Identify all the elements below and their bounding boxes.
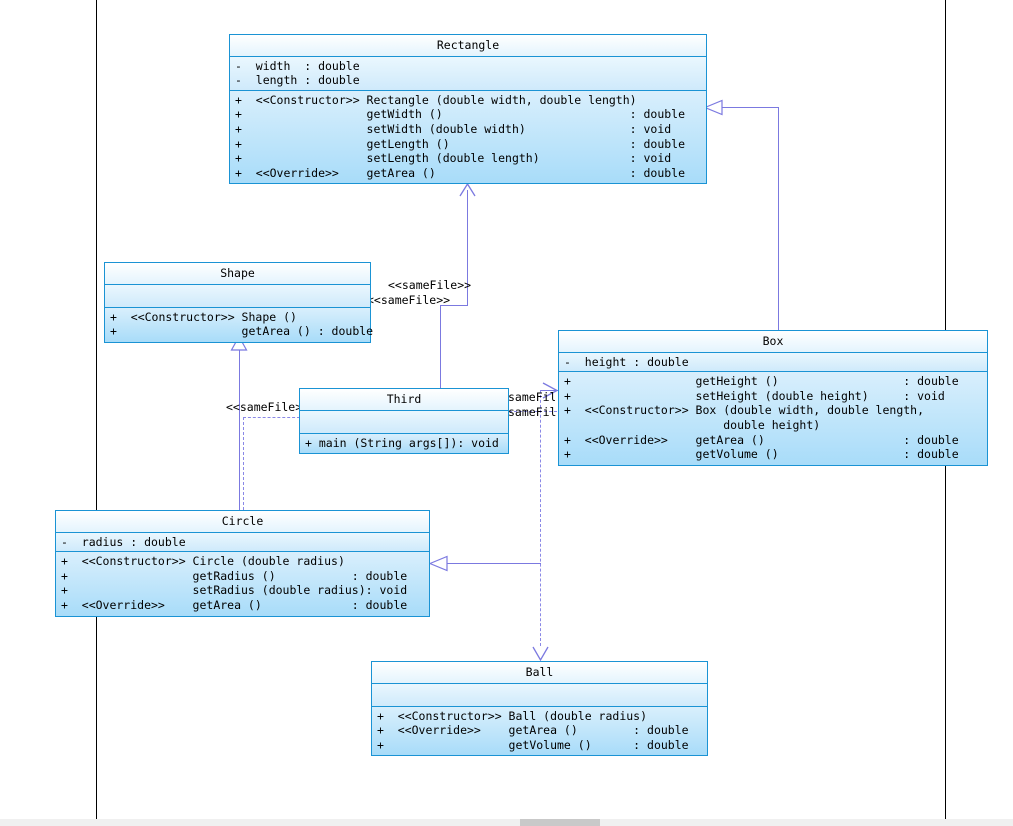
uml-class-circle[interactable]: Circle - radius : double + <<Constructor…: [55, 510, 430, 617]
uml-class-rectangle[interactable]: Rectangle - width : double - length : do…: [229, 34, 707, 185]
class-attributes-ball: [372, 683, 707, 707]
class-title-box: Box: [559, 331, 987, 353]
operation-row: + <<Constructor>> Rectangle (double widt…: [235, 92, 637, 107]
class-title-ball: Ball: [372, 662, 707, 684]
operation-row: + getVolume () : double: [377, 737, 689, 752]
edge-box-rectangle-horizontal: [722, 107, 779, 108]
class-title-shape: Shape: [105, 263, 370, 285]
class-title-third: Third: [300, 389, 508, 411]
operation-row: + <<Constructor>> Box (double width, dou…: [564, 403, 925, 418]
edge-label-third-rectangle: <<sameFile>>: [388, 278, 472, 292]
uml-class-shape[interactable]: Shape + <<Constructor>> Shape () + getAr…: [104, 262, 374, 343]
operation-row: + <<Override>> getArea () : double: [564, 432, 959, 447]
class-title-circle: Circle: [56, 511, 429, 533]
class-operations-ball: + <<Constructor>> Ball (double radius) +…: [372, 706, 707, 756]
arrowhead-generalization-circle-to-shape: [230, 335, 248, 351]
operation-row: + setHeight (double height) : void: [564, 388, 945, 403]
class-operations-rectangle: + <<Constructor>> Rectangle (double widt…: [230, 90, 706, 184]
arrowhead-dependency-third-to-box: [542, 382, 559, 399]
arrowhead-dependency-third-to-ball: [532, 646, 549, 662]
attribute-row: - height : double: [564, 354, 689, 369]
operation-row: + getRadius () : double: [61, 568, 408, 583]
edge-third-ball-vertical: [540, 390, 541, 646]
class-attributes-box: - height : double: [559, 352, 987, 373]
class-operations-third: + main (String args[]): void: [300, 433, 508, 454]
operation-row: double height): [564, 417, 821, 432]
class-attributes-circle: - radius : double: [56, 532, 429, 553]
operation-row: + getWidth () : double: [235, 107, 686, 122]
edge-label-third-shape: <<sameFile>>: [367, 293, 451, 307]
arrowhead-dependency-third-to-rectangle: [459, 182, 476, 197]
operation-row: + <<Constructor>> Shape (): [110, 309, 297, 324]
attribute-row: - radius : double: [61, 534, 186, 549]
class-attributes-rectangle: - width : double - length : double: [230, 56, 706, 91]
class-operations-circle: + <<Constructor>> Circle (double radius)…: [56, 552, 429, 616]
edge-third-rectangle-vertical: [467, 190, 468, 306]
operation-row: + setLength (double length) : void: [235, 151, 672, 166]
arrowhead-generalization-ball-to-circle: [428, 555, 448, 572]
class-operations-shape: + <<Constructor>> Shape () + getArea () …: [105, 307, 374, 342]
operation-row: + <<Constructor>> Ball (double radius): [377, 708, 648, 723]
operation-row: + main (String args[]): void: [305, 435, 499, 450]
operation-row: + getArea () : double: [110, 324, 374, 339]
class-operations-box: + getHeight () : double + setHeight (dou…: [559, 372, 987, 465]
class-attributes-third: [300, 410, 508, 434]
edge-third-circle-horizontal: [243, 417, 300, 418]
uml-class-box[interactable]: Box - height : double + getHeight () : d…: [558, 330, 988, 466]
attribute-row: - length : double: [235, 73, 360, 88]
operation-row: + getVolume () : double: [564, 447, 959, 462]
operation-row: + setWidth (double width) : void: [235, 121, 672, 136]
edge-third-rectangle-horizontal: [440, 305, 468, 306]
class-attributes-shape: [105, 284, 370, 308]
operation-row: + <<Override>> getArea () : double: [377, 723, 689, 738]
edge-third-circle-vertical: [243, 417, 244, 510]
operation-row: + <<Override>> getArea () : double: [235, 165, 686, 180]
horizontal-scrollbar-thumb[interactable]: [520, 819, 600, 826]
page-margin-left: [96, 0, 97, 819]
edge-third-box-stub: [540, 390, 558, 391]
horizontal-scrollbar[interactable]: [0, 819, 1013, 826]
edge-third-rectangle-drop: [440, 305, 441, 389]
operation-row: + getLength () : double: [235, 136, 686, 151]
edge-third-box-horizontal: [509, 411, 557, 412]
arrowhead-generalization-box-to-rectangle: [703, 99, 723, 116]
class-title-rectangle: Rectangle: [230, 35, 706, 57]
uml-class-third[interactable]: Third + main (String args[]): void: [299, 388, 509, 455]
attribute-row: - width : double: [235, 58, 360, 73]
edge-ball-circle-horizontal: [447, 563, 541, 564]
edge-label-third-box: sameFil: [508, 391, 555, 404]
edge-label-third-ball: sameFile: [508, 406, 556, 419]
uml-class-ball[interactable]: Ball + <<Constructor>> Ball (double radi…: [371, 661, 708, 757]
edge-circle-shape-vertical: [239, 348, 240, 512]
edge-box-rectangle-vertical: [778, 107, 779, 333]
operation-row: + getHeight () : double: [564, 374, 959, 389]
operation-row: + setRadius (double radius): void: [61, 583, 408, 598]
operation-row: + <<Constructor>> Circle (double radius): [61, 554, 345, 569]
edge-label-third-circle: <<sameFile>: [226, 401, 303, 414]
operation-row: + <<Override>> getArea () : double: [61, 597, 408, 612]
